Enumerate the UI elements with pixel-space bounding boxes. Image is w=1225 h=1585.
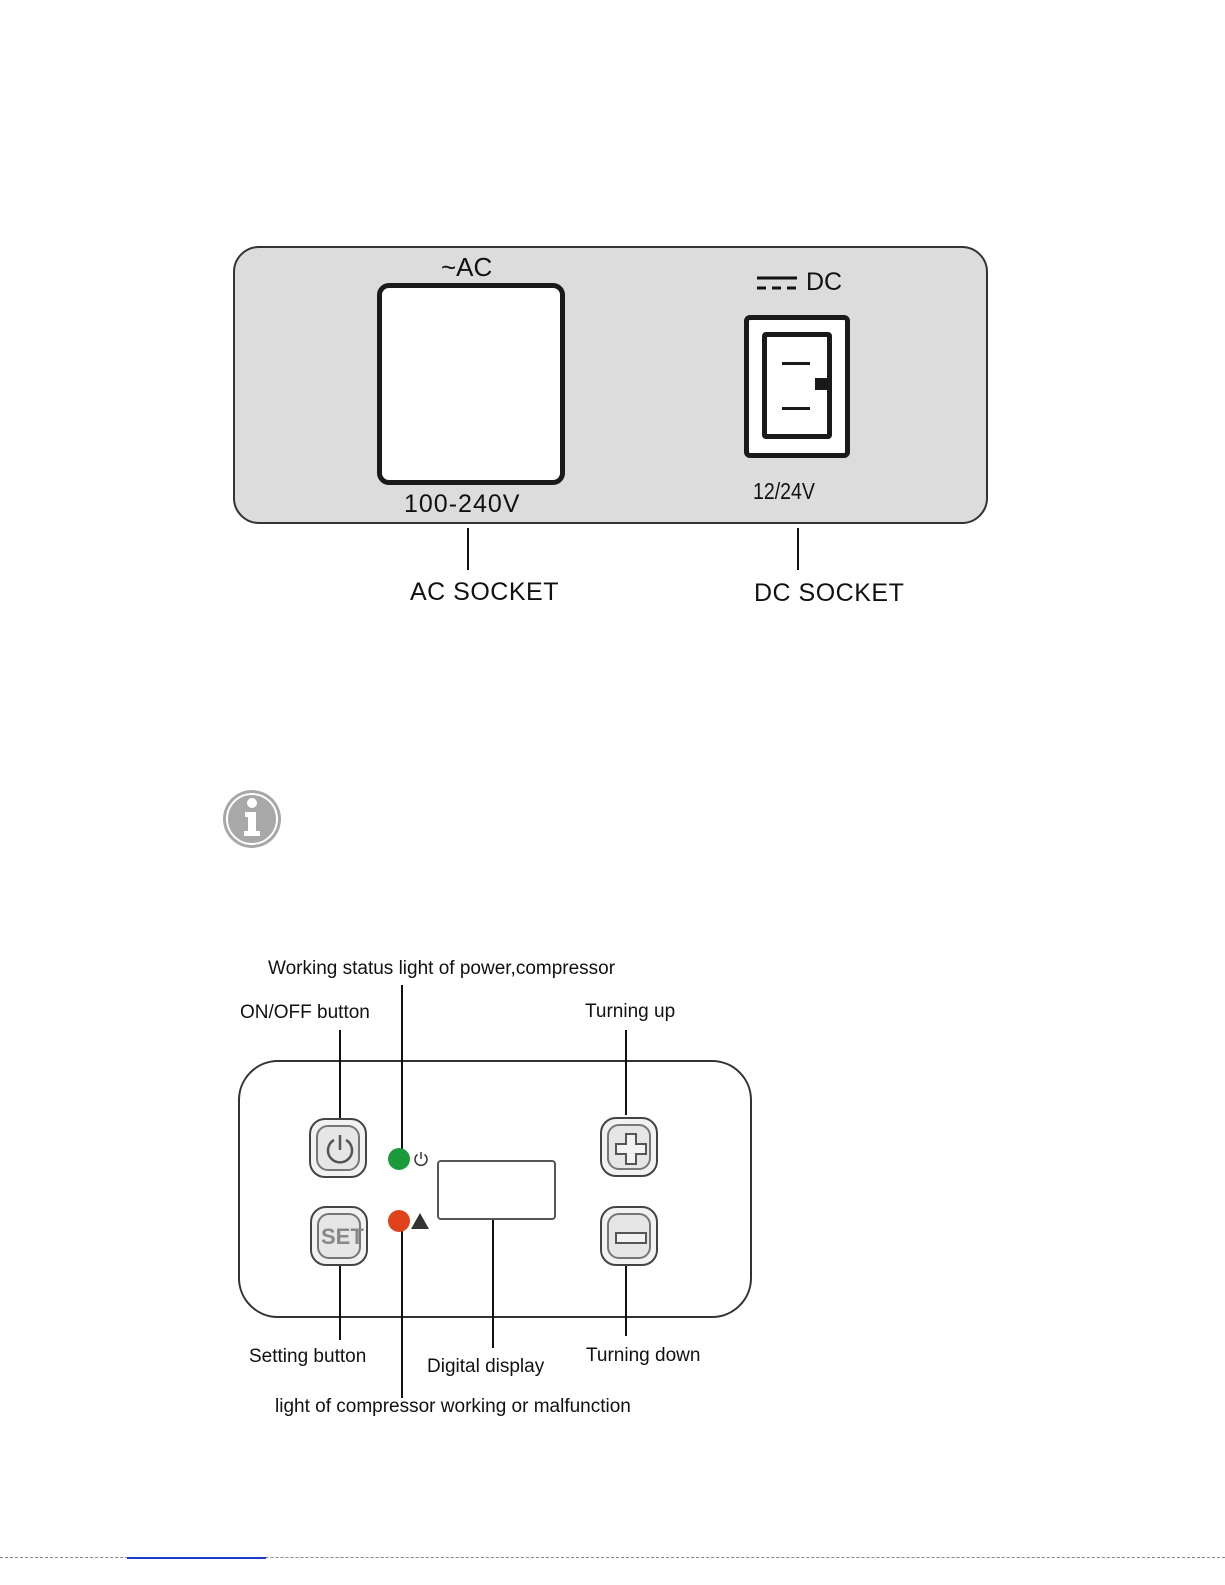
ac-symbol: ~AC — [441, 252, 492, 283]
power-icon — [325, 1134, 355, 1166]
dc-symbol-icon — [757, 274, 799, 294]
dc-notch — [815, 378, 827, 390]
compressor-light-label: light of compressor working or malfuncti… — [275, 1396, 631, 1418]
setting-button-label: Setting button — [249, 1346, 366, 1368]
set-button[interactable]: SET — [310, 1206, 368, 1266]
footer-link-underline — [127, 1557, 266, 1559]
display-leader-line — [492, 1220, 494, 1348]
minus-icon — [614, 1231, 648, 1245]
onoff-button[interactable] — [309, 1118, 367, 1178]
dc-symbol: DC — [806, 268, 842, 297]
ac-socket-label: AC SOCKET — [410, 578, 559, 607]
dc-voltage: 12/24V — [753, 478, 815, 505]
power-small-icon — [413, 1151, 429, 1167]
ac-socket — [377, 283, 565, 485]
ac-voltage: 100-240V — [404, 490, 520, 519]
onoff-leader-line — [339, 1030, 341, 1125]
setting-leader-line — [339, 1265, 341, 1340]
dc-pin-top — [782, 362, 810, 365]
turning-down-label: Turning down — [586, 1345, 700, 1367]
dc-socket-label: DC SOCKET — [754, 579, 904, 608]
status-light-label: Working status light of power,compressor — [268, 958, 615, 980]
digital-display — [437, 1160, 556, 1220]
set-button-text: SET — [321, 1224, 364, 1250]
compressor-light-leader-line — [401, 1230, 403, 1398]
digital-display-label: Digital display — [427, 1356, 544, 1378]
turning-up-button[interactable] — [600, 1117, 658, 1177]
turning-up-leader-line — [625, 1030, 627, 1115]
turning-down-button[interactable] — [600, 1206, 658, 1266]
socket-panel — [233, 246, 988, 524]
compressor-led — [388, 1210, 410, 1232]
info-icon — [221, 788, 283, 850]
dc-pin-bottom — [782, 407, 810, 410]
ac-leader-line — [467, 528, 469, 570]
power-status-led — [388, 1148, 410, 1170]
turning-down-leader-line — [625, 1256, 627, 1336]
onoff-label: ON/OFF button — [240, 1002, 370, 1024]
status-light-leader-line — [401, 985, 403, 1149]
plus-icon — [614, 1132, 648, 1166]
dc-leader-line — [797, 528, 799, 570]
turning-up-label: Turning up — [585, 1001, 675, 1023]
warning-triangle-icon — [410, 1212, 430, 1230]
